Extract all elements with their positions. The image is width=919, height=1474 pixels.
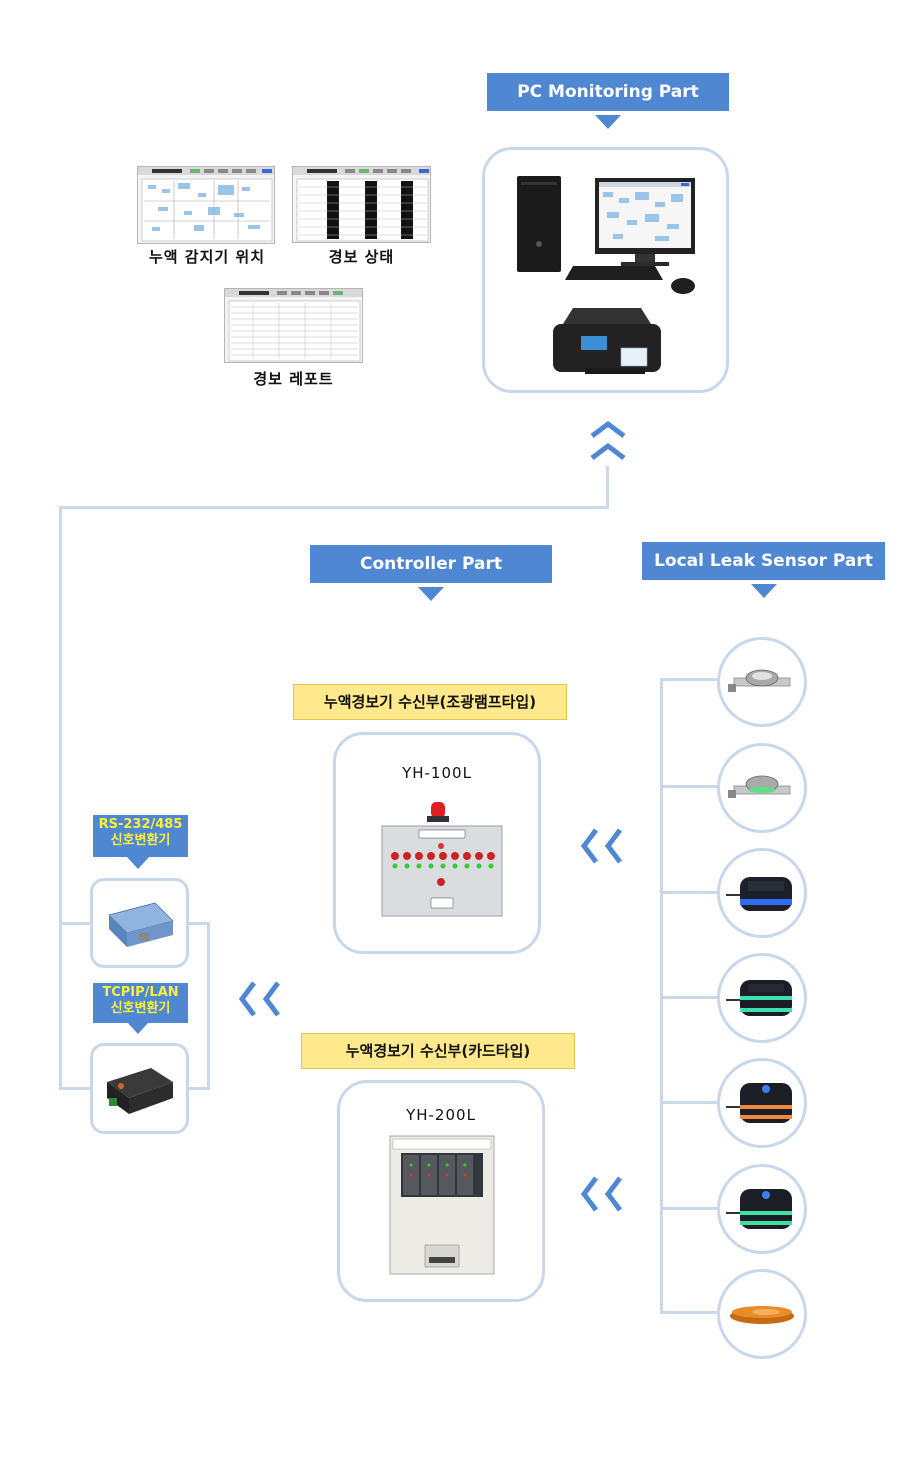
alarm-report-caption: 경보 레포트 — [253, 370, 334, 388]
receiver-lamp-label: 누액경보기 수신부(조광램프타입) — [293, 684, 567, 720]
connector-line — [186, 1087, 210, 1090]
pc-workstation-illustration — [517, 176, 695, 374]
controller-part-arrow-icon — [418, 587, 444, 601]
connector-line — [660, 891, 718, 894]
serial-converter-line1: RS-232/485 — [98, 817, 183, 832]
controller-part-header: Controller Part — [310, 545, 552, 583]
serial-converter-box — [90, 878, 189, 968]
connector-line — [59, 922, 91, 925]
double-chevron-left-icon — [580, 828, 622, 864]
connector-line — [59, 506, 62, 1090]
sensor-part-header: Local Leak Sensor Part — [642, 542, 885, 580]
connector-line — [59, 506, 609, 509]
leak-sensor-puck-blue — [717, 848, 807, 938]
pc-monitoring-box — [482, 147, 729, 393]
alarm-report-screenshot — [224, 288, 363, 363]
yh-200l-receiver-illustration — [389, 1135, 495, 1275]
receiver-card-label: 누액경보기 수신부(카드타입) — [301, 1033, 575, 1069]
connector-line — [660, 678, 718, 681]
serial-converter-arrow-icon — [127, 857, 149, 869]
double-chevron-up-icon — [590, 420, 626, 460]
serial-converter-label: RS-232/485 신호변환기 — [93, 815, 188, 857]
sensor-part-arrow-icon — [751, 584, 777, 598]
sensor-location-screenshot — [137, 166, 275, 244]
lan-converter-arrow-icon — [127, 1022, 149, 1034]
lan-converter-device-illustration — [107, 1068, 173, 1114]
leak-sensor-tape — [717, 1269, 807, 1359]
leak-sensor-puck-green-2 — [717, 1164, 807, 1254]
double-chevron-left-icon — [580, 1176, 622, 1212]
receiver-card-model: YH-200L — [406, 1106, 476, 1124]
leak-sensor-clip-2 — [717, 743, 807, 833]
lan-converter-line2: 신호변환기 — [110, 1001, 171, 1016]
lan-converter-box — [90, 1043, 189, 1134]
double-chevron-left-icon — [238, 981, 280, 1017]
lan-converter-line1: TCPIP/LAN — [102, 985, 179, 1000]
leak-sensor-puck-orange — [717, 1058, 807, 1148]
leak-sensor-puck-green — [717, 953, 807, 1043]
connector-line — [660, 785, 718, 788]
serial-converter-line2: 신호변환기 — [110, 833, 171, 848]
alarm-status-screenshot — [292, 166, 431, 243]
serial-converter-device-illustration — [108, 902, 174, 947]
connector-line — [660, 1101, 718, 1104]
connector-line — [660, 1311, 718, 1314]
connector-line — [660, 996, 718, 999]
pc-monitoring-header: PC Monitoring Part — [487, 73, 729, 111]
leak-sensor-clip-1 — [717, 637, 807, 727]
alarm-status-caption: 경보 상태 — [328, 248, 395, 266]
yh-100l-receiver-illustration — [381, 802, 503, 917]
lan-converter-label: TCPIP/LAN 신호변환기 — [93, 983, 188, 1023]
connector-line — [186, 922, 210, 925]
pc-monitoring-arrow-icon — [595, 115, 621, 129]
sensor-location-caption: 누액 감지기 위치 — [148, 248, 266, 266]
connector-line — [660, 1207, 718, 1210]
receiver-lamp-model: YH-100L — [402, 764, 472, 782]
connector-line — [59, 1087, 91, 1090]
connector-line — [606, 466, 609, 508]
connector-line — [207, 922, 210, 1090]
